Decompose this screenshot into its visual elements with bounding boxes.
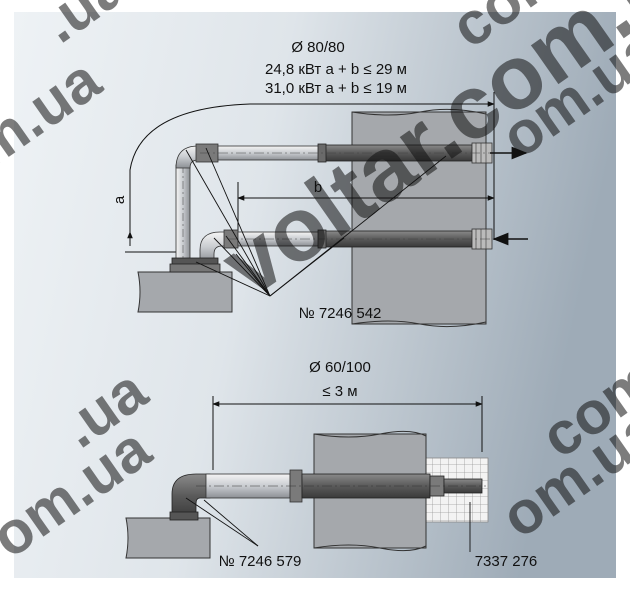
bottom-diagram: Ø 60/100 ≤ 3 м № 7246 579 7337 276: [125, 359, 538, 570]
dimension-b-label: b: [314, 179, 322, 196]
top-part-number: № 7246 542: [299, 305, 382, 322]
top-diameter-label: Ø 80/80: [291, 39, 344, 56]
part-leader-lines-bottom: [185, 497, 471, 552]
bottom-diameter-label: Ø 60/100: [309, 359, 371, 376]
bottom-part-number-right: 7337 276: [475, 553, 538, 570]
a-plus-b-dimension-line: [129, 103, 494, 240]
length-label: ≤ 3 м: [322, 383, 357, 400]
floor-block-bottom: [125, 517, 211, 559]
power-line-1: 24,8 кВт a + b ≤ 29 м: [265, 61, 407, 78]
power-line-2: 31,0 кВт a + b ≤ 19 м: [265, 80, 407, 97]
dimension-a-label: a: [111, 195, 128, 204]
floor-block-top: [137, 271, 233, 313]
top-diagram: Ø 80/80 24,8 кВт a + b ≤ 29 м 31,0 кВт a…: [111, 39, 528, 328]
bottom-part-number-left: № 7246 579: [219, 553, 302, 570]
part-leader-lines-top: [185, 147, 447, 297]
